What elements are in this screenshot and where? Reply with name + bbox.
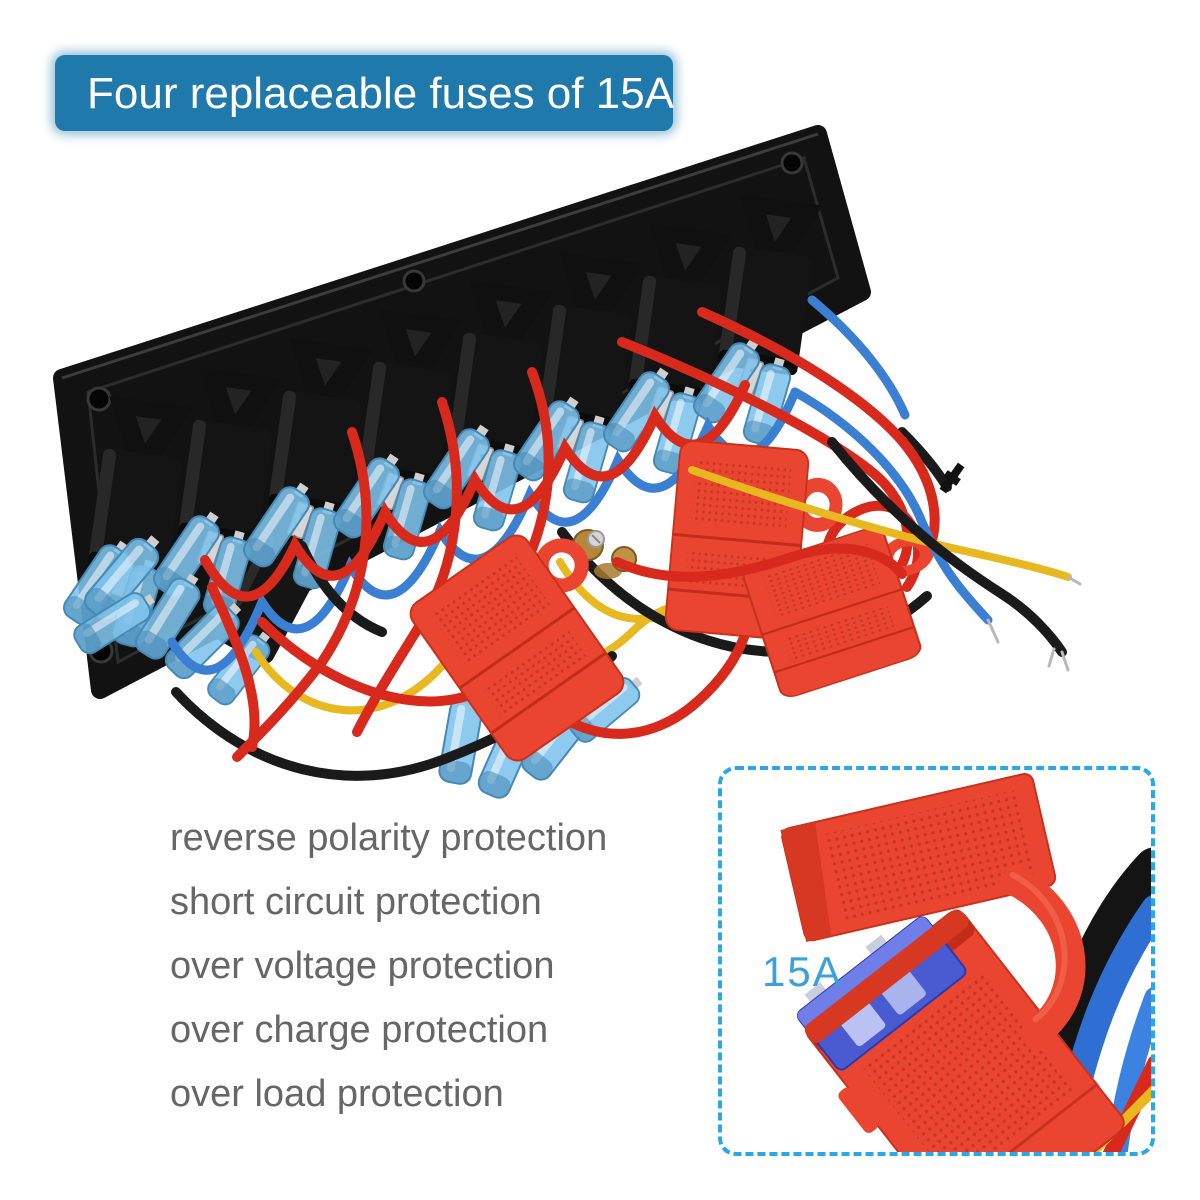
feature-reverse-polarity: reverse polarity protection xyxy=(170,817,608,859)
feature-short-circuit: short circuit protection xyxy=(170,881,542,923)
fuse-detail-inset: 15A xyxy=(718,766,1155,1156)
fuse-rating-label: 15A xyxy=(762,948,843,995)
feature-over-load: over load protection xyxy=(170,1073,504,1115)
feature-over-voltage: over voltage protection xyxy=(170,945,555,987)
banner-title: Four replaceable fuses of 15A xyxy=(87,69,675,118)
fuse-holder-cap xyxy=(780,773,1057,942)
banner: Four replaceable fuses of 15A xyxy=(55,55,675,131)
hinge-strap xyxy=(999,865,1086,1049)
feature-list: reverse polarity protection short circui… xyxy=(170,818,607,1138)
holder-lip xyxy=(804,909,969,1043)
fuse-holder-closeup xyxy=(780,773,1151,1152)
feature-over-charge: over charge protection xyxy=(170,1009,549,1051)
wiring-harness xyxy=(167,295,952,781)
dangling-leads xyxy=(612,387,1082,672)
